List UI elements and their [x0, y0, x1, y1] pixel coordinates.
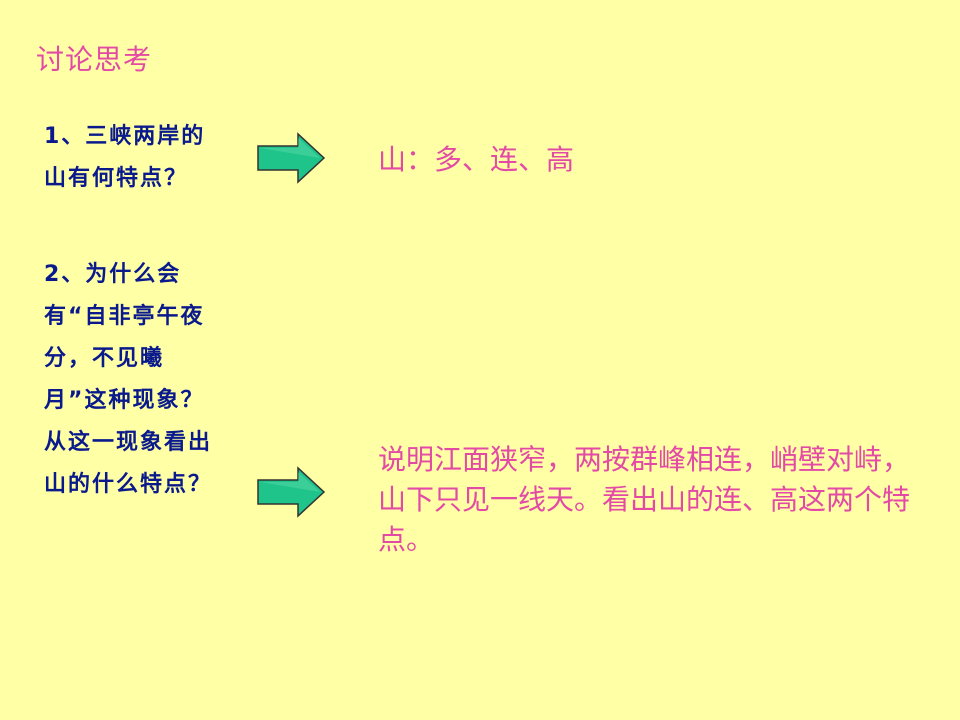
question-1: 1、三峡两岸的山有何特点？ [44, 124, 206, 191]
question-2: 2、为什么会有“自非亭午夜分，不见曦月”这种现象？从这一现象看出山的什么特点？ [44, 262, 213, 497]
right-arrow-icon [257, 132, 326, 184]
answer-1: 山：多、连、高 [378, 143, 575, 176]
answer-2: 说明江面狭窄，两按群峰相连，峭壁对峙，山下只见一线天。看出山的连、高这两个特点。 [378, 443, 911, 556]
slide-title: 讨论思考 [36, 43, 153, 76]
right-arrow-icon [257, 466, 326, 518]
